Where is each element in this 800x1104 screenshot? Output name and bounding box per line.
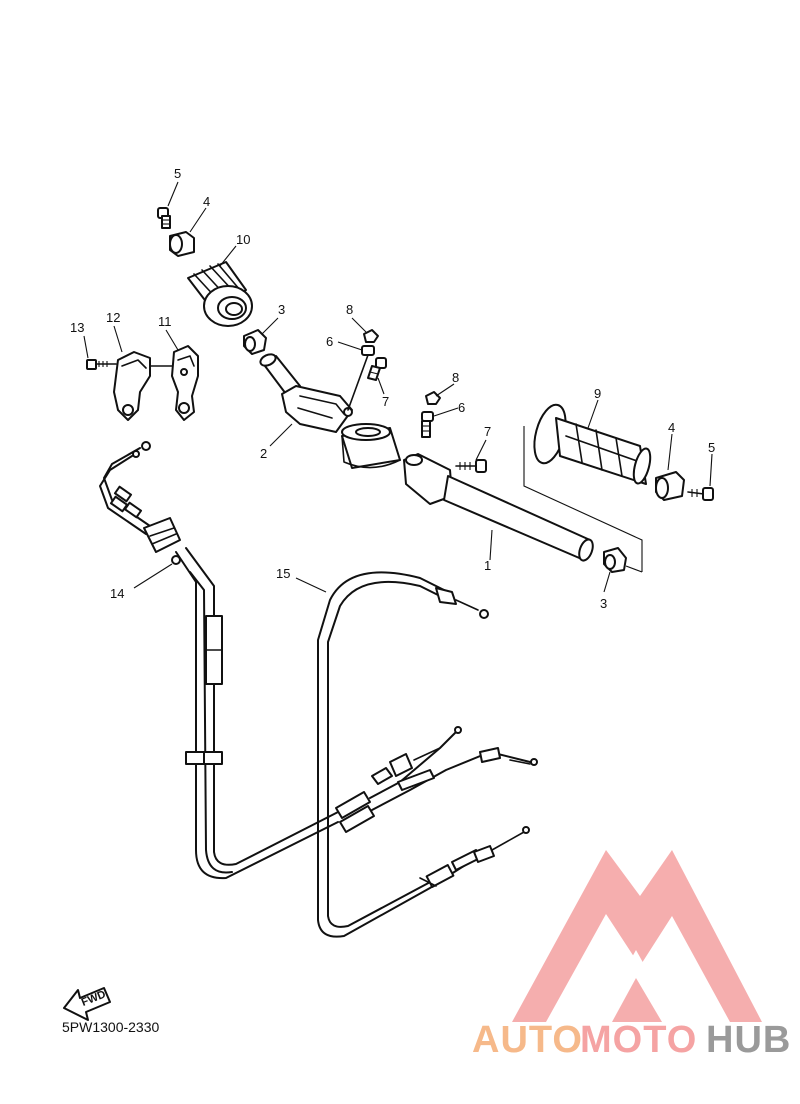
callout-2: 2 [260,446,267,461]
switch-housing-11 [171,345,199,421]
callout-5-right: 5 [708,440,715,455]
callout-11: 11 [158,314,172,329]
callout-6-right: 6 [458,400,465,415]
callout-6-upper: 6 [326,334,333,349]
watermark-moto: MOTO [580,1019,697,1061]
screw-5-top [157,207,171,229]
bolt-6-right [421,411,434,438]
callout-8-upper: 8 [346,302,353,317]
clutch-cable-15 [317,571,530,938]
bolt-13 [86,359,117,370]
callout-8-right: 8 [452,370,459,385]
callouts: 5 4 10 3 8 6 7 12 11 13 2 8 6 7 9 4 5 1 … [70,166,715,611]
handlebar-left-2 [259,353,353,433]
watermark-text: AUTO MOTO HUB [472,1019,791,1061]
throttle-cable-14 [99,441,538,880]
leader-lines [83,181,713,593]
watermark-hub: HUB [706,1019,791,1061]
callout-15: 15 [276,566,290,581]
callout-4-right: 4 [668,420,675,435]
bolt-7-upper [367,357,387,381]
spacer-cylinder [341,423,401,469]
screw-5-right [687,487,714,501]
grip-9 [533,403,652,485]
collar-3-upper [243,329,267,355]
bolt-6-upper [347,345,375,411]
group-bracket [523,426,643,573]
handlebar-right-1 [403,453,594,562]
bolt-7-right [455,459,487,473]
callout-10: 10 [236,232,250,247]
callout-3-upper: 3 [278,302,285,317]
callout-12: 12 [106,310,120,325]
balancer-weight-4-top [169,231,195,257]
balancer-weight-4-right [655,471,685,501]
throttle-grip-10 [187,261,253,327]
collar-3-lower [603,547,627,573]
callout-7-right: 7 [484,424,491,439]
callout-9: 9 [594,386,601,401]
callout-3-lower: 3 [600,596,607,611]
fwd-arrow-icon: FWD [63,987,111,1021]
callout-14: 14 [110,586,124,601]
callout-4-top: 4 [203,194,210,209]
nut-8-upper [363,329,379,343]
callout-13: 13 [70,320,84,335]
switch-housing-12 [113,351,179,421]
watermark-auto: AUTO [472,1019,583,1061]
callout-1: 1 [484,558,491,573]
callout-5-top: 5 [174,166,181,181]
part-code: 5PW1300-2330 [62,1019,160,1035]
watermark-logo-icon [512,850,762,1022]
callout-7-upper: 7 [382,394,389,409]
nut-8-right [425,391,441,405]
